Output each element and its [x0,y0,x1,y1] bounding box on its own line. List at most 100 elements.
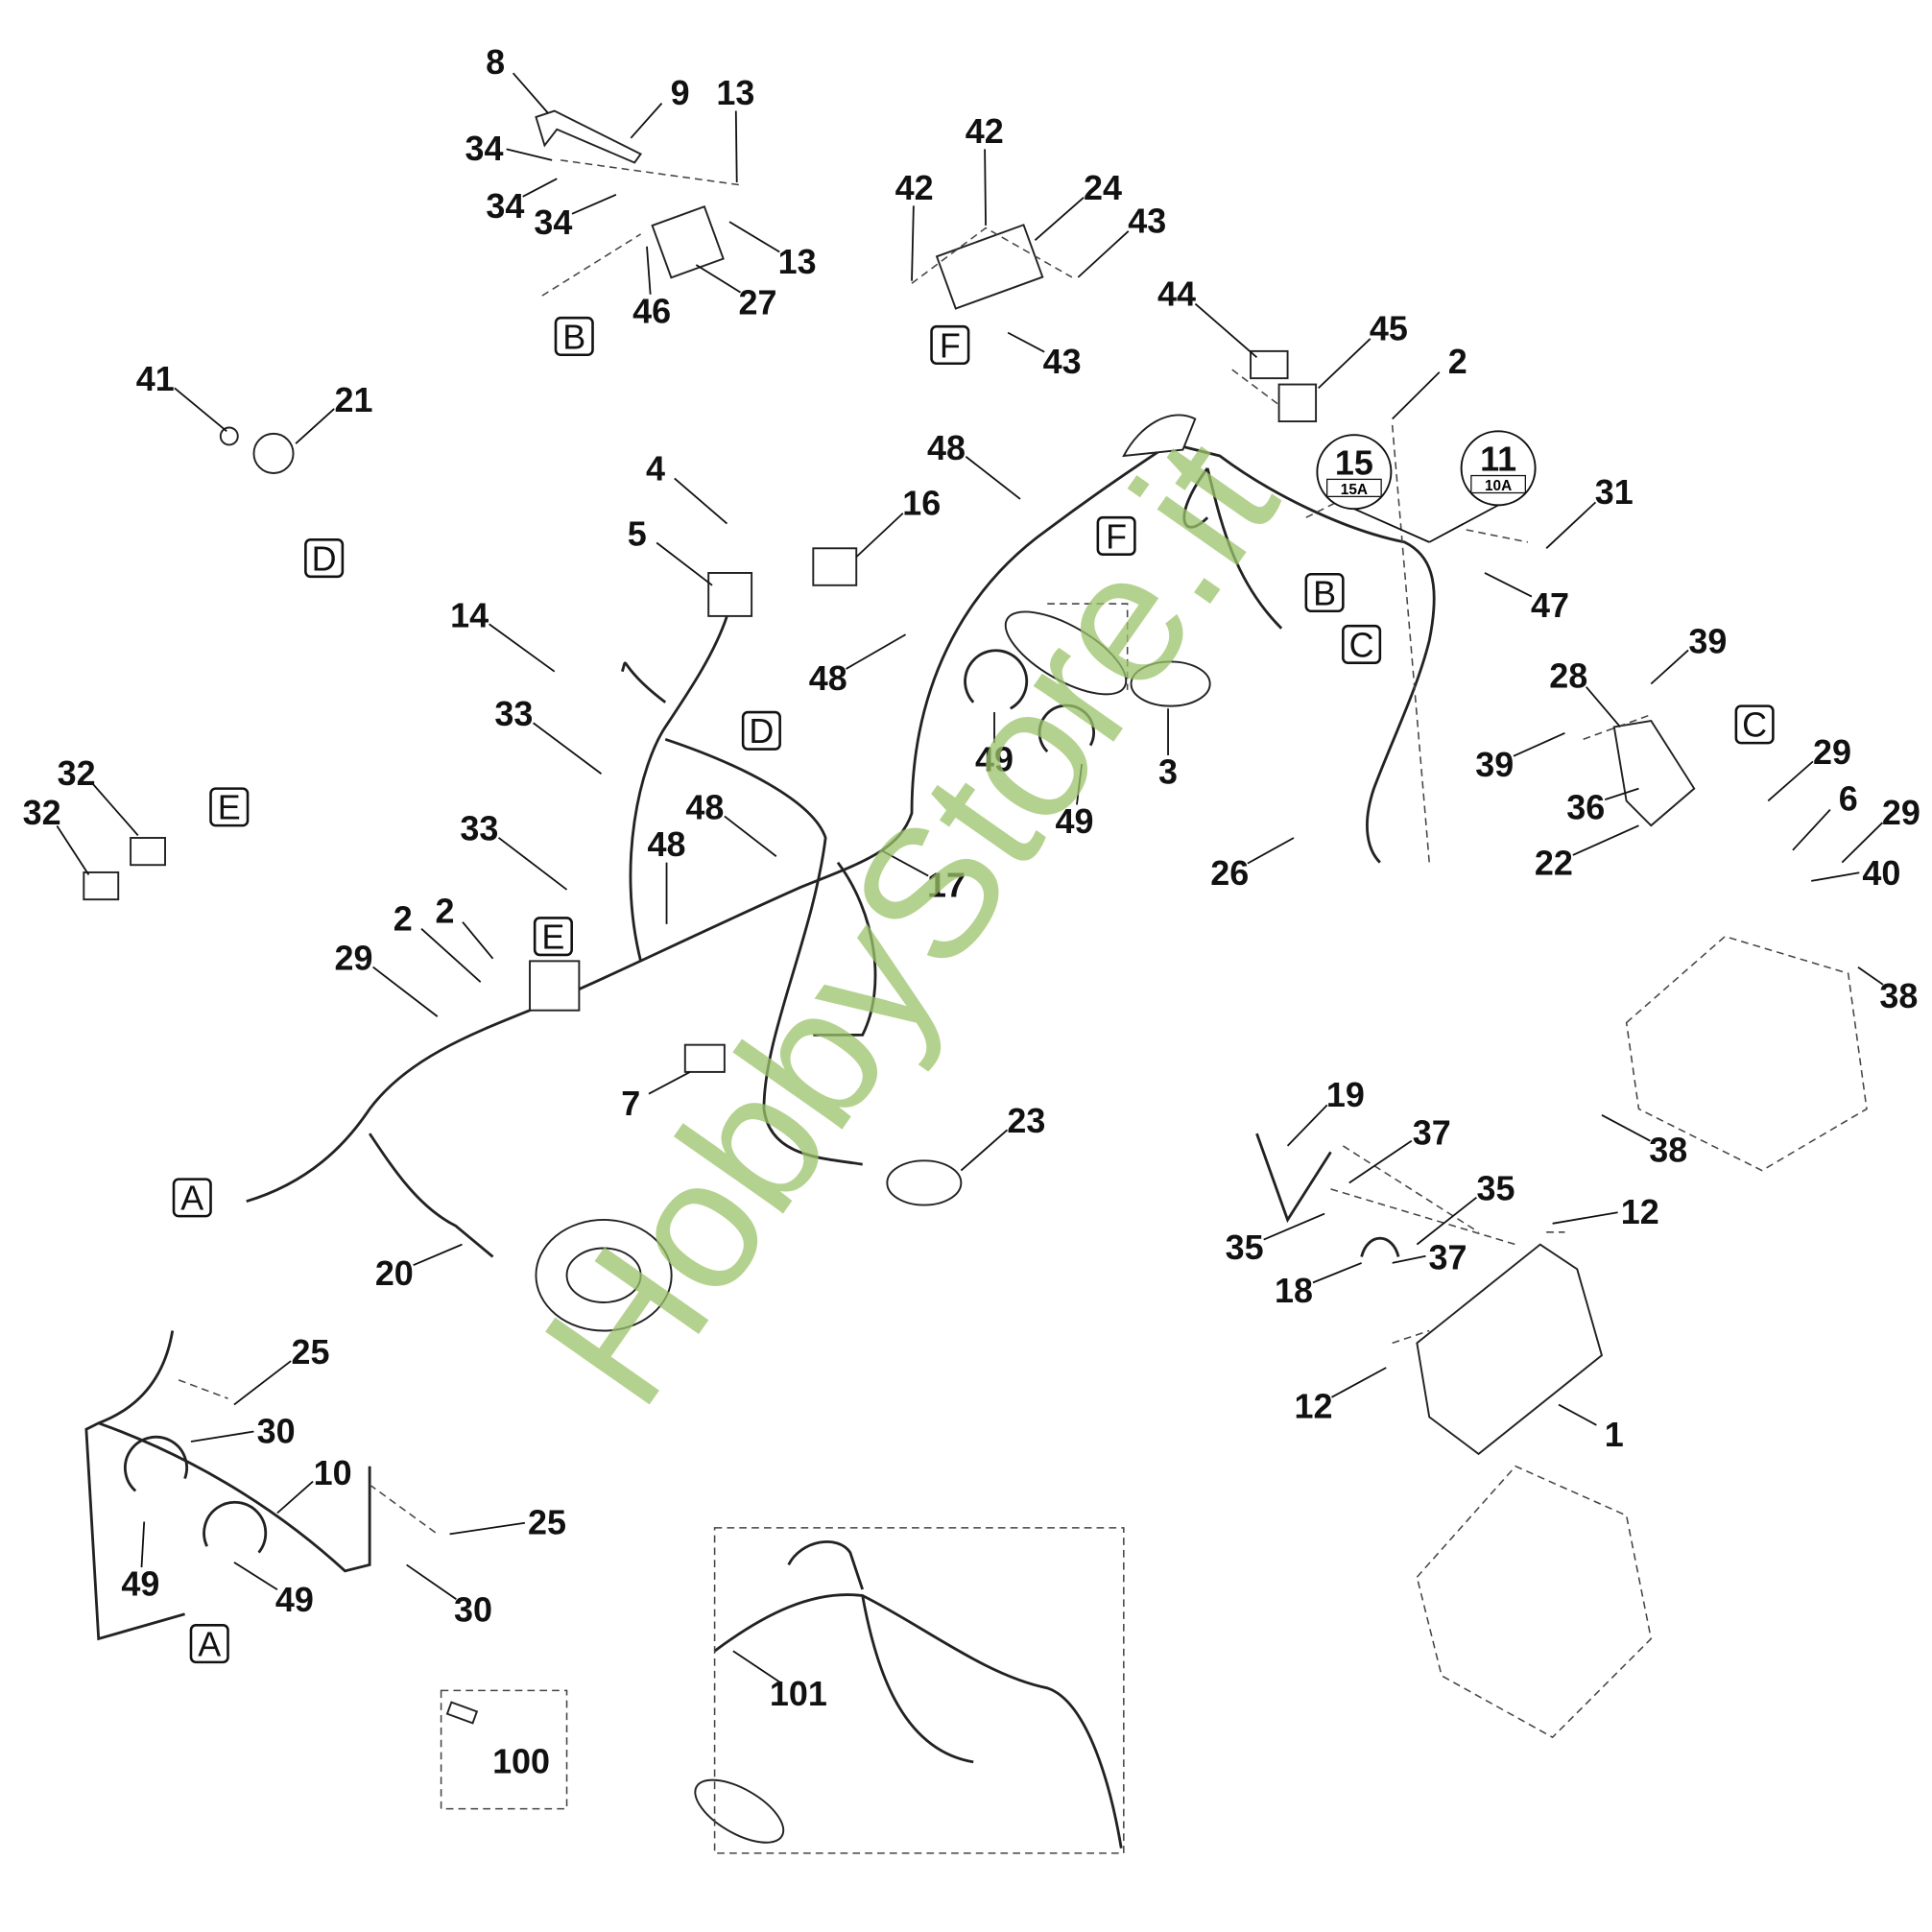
section-marker-letter: D [312,538,337,578]
leader-line [1545,501,1597,549]
leader-line [174,387,227,433]
leader-line [1572,824,1639,856]
part-callout: 41 [136,359,175,398]
leader-line [140,1521,146,1568]
leader-line [1428,504,1499,543]
harness-101 [713,1539,1123,1849]
handle-grip [1122,414,1197,458]
leader-line [1034,196,1085,242]
leader-line [960,1129,1009,1172]
section-marker: F [1096,515,1136,556]
section-marker-letter: B [1313,573,1336,612]
part-callout: 49 [975,740,1014,779]
part-callout: 16 [902,484,941,523]
leader-line [92,784,139,837]
leader-line [630,103,663,139]
part-callout: 48 [685,788,724,827]
part-callout: 32 [58,753,96,793]
part-callout: 49 [1055,801,1093,841]
part-callout: 20 [375,1253,414,1293]
part-callout: 48 [927,428,966,467]
leader-line [646,246,652,295]
leader-line [1811,871,1860,882]
part-callout: 27 [739,282,777,322]
kit-100-box [440,1689,568,1810]
part-callout: 33 [460,809,498,848]
fuse-rating: 10A [1485,478,1512,494]
section-marker: E [209,787,250,827]
part-callout: 33 [494,694,533,733]
part-callout: 49 [275,1580,314,1619]
ring-49c [123,1435,188,1492]
section-marker-letter: E [541,918,564,957]
leader-line [1585,686,1621,728]
part-callout: 24 [1084,168,1122,207]
part-callout: 42 [895,168,934,207]
alignment-lines [178,159,1652,1535]
section-marker-box [554,316,594,357]
part-callout: 29 [334,938,372,977]
leader-line [413,1243,463,1267]
leader-line [276,1480,314,1515]
part-callout: 44 [1157,274,1196,313]
leader-line [732,1650,782,1684]
leader-line [1650,649,1689,685]
battery-1 [1416,1243,1604,1456]
battery-tray-lower [1416,1465,1653,1739]
leader-line [406,1563,457,1601]
regulator-27 [651,205,725,279]
part-callout: 28 [1549,656,1587,695]
part-callout: 31 [1595,472,1634,512]
leader-line [512,72,549,114]
part-callout: 6 [1839,779,1858,819]
leader-line [522,178,558,198]
section-marker: F [930,324,970,365]
loop-101 [694,1778,785,1844]
part-callout: 42 [966,111,1004,151]
part-callout: 36 [1566,788,1605,827]
section-marker-box [533,917,573,957]
leader-line [1767,760,1814,802]
switch-16 [812,547,858,586]
part-callout: 32 [23,793,61,832]
section-marker: B [554,316,594,357]
module-24 [935,224,1044,310]
leader-line [462,921,494,960]
ring-49a [964,649,1029,710]
fuse-100 [445,1701,479,1725]
bracket-22 [1612,719,1696,827]
fuse-rating: 15A [1341,482,1368,498]
leader-line [1604,787,1639,800]
leader-line [233,1360,292,1406]
relay-32a [130,837,166,867]
leader-line [1247,837,1295,865]
horn-3 [1130,660,1211,707]
part-callout: 18 [1275,1271,1313,1310]
section-marker: E [533,917,573,957]
section-marker-letter: E [218,788,241,827]
part-callout: 23 [1007,1101,1045,1140]
harness-branch-wire [813,861,877,1037]
part-callout: 38 [1649,1131,1687,1170]
leader-line [984,149,987,226]
harness-branch-wire [368,1133,494,1258]
leader-line [533,722,603,775]
part-callout: 34 [465,129,504,168]
watermark: HobbyStore.it [504,404,1315,1440]
section-marker-letter: A [180,1179,203,1218]
leader-line [855,513,904,558]
part-callout: 13 [716,73,754,112]
harness-branch-wire [664,737,863,1166]
section-marker-letter: C [1742,705,1767,745]
leader-line [1558,1403,1597,1426]
part-callout: 2 [394,898,413,938]
section-marker: C [1342,624,1382,664]
fuse-rating-box [1326,478,1382,498]
part-callout: 14 [450,595,489,634]
part-callout: 43 [1043,342,1082,381]
section-marker: D [741,710,781,751]
section-marker-box [1096,515,1136,556]
